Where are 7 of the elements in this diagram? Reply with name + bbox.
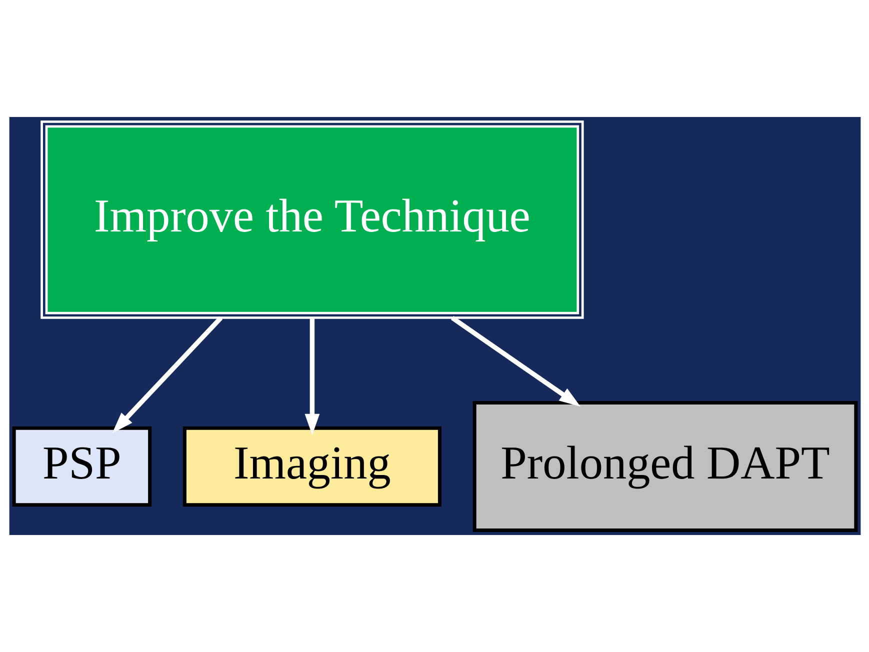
node-box: PSP (12, 426, 152, 507)
arrow (450, 316, 580, 407)
node-box: Prolonged DAPT (472, 400, 858, 532)
arrow (304, 318, 320, 436)
node-box: Imaging (182, 426, 441, 507)
arrow (112, 316, 222, 434)
node-box: Improve the Technique (40, 120, 584, 319)
